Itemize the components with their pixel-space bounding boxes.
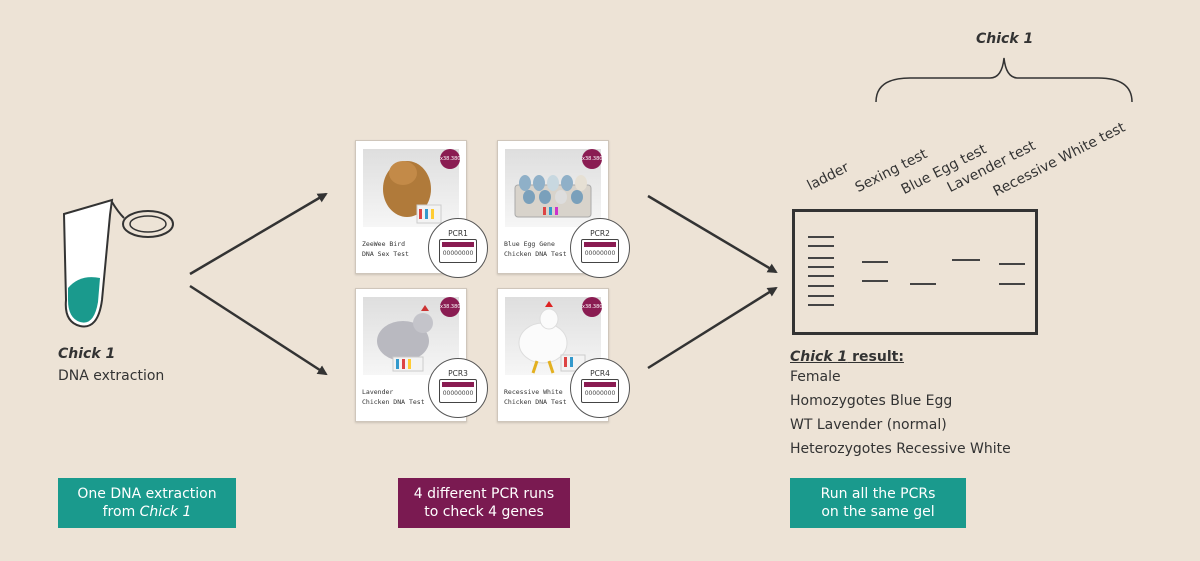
ladder-band <box>808 275 834 277</box>
recessive-white-band <box>999 263 1025 265</box>
tube-icon <box>62 198 174 328</box>
brace-icon <box>875 57 1133 103</box>
pcr2-plate-icon: PCR2 00000000 <box>570 218 630 278</box>
ladder-band <box>808 266 834 268</box>
result-title: Chick 1 result: <box>790 349 904 365</box>
result-item: WT Lavender (normal) <box>790 417 947 433</box>
gel-header: Chick 1 <box>976 31 1034 47</box>
arrow-to-bottom <box>189 284 328 376</box>
ladder-band <box>808 295 834 297</box>
arrow-from-top <box>647 194 778 274</box>
price-badge: x38.380 <box>582 297 602 317</box>
sexing-band <box>862 280 888 282</box>
extraction-label: DNA extraction <box>58 368 165 384</box>
price-badge: x38.380 <box>440 297 460 317</box>
result-item: Homozygotes Blue Egg <box>790 393 953 409</box>
ladder-band <box>808 245 834 247</box>
arrow-from-bottom <box>647 286 778 370</box>
gel <box>792 209 1038 335</box>
price-badge: x38.380 <box>440 149 460 169</box>
ladder-band <box>808 257 834 259</box>
price-badge: x38.380 <box>582 149 602 169</box>
step-extraction-box: One DNA extraction from Chick 1 <box>58 478 236 528</box>
ladder-band <box>808 304 834 306</box>
arrow-to-top <box>189 192 328 276</box>
result-item: Female <box>790 369 841 385</box>
pcr3-plate-icon: PCR3 00000000 <box>428 358 488 418</box>
pcr1-plate-icon: PCR1 00000000 <box>428 218 488 278</box>
step-pcr-box: 4 different PCR runs to check 4 genes <box>398 478 570 528</box>
lavender-band <box>952 259 980 261</box>
blue-egg-band <box>910 283 936 285</box>
ladder-band <box>808 236 834 238</box>
step-gel-box: Run all the PCRs on the same gel <box>790 478 966 528</box>
pcr4-plate-icon: PCR4 00000000 <box>570 358 630 418</box>
result-item: Heterozygotes Recessive White <box>790 441 1011 457</box>
ladder-band <box>808 285 834 287</box>
recessive-white-band <box>999 283 1025 285</box>
sexing-band <box>862 261 888 263</box>
chick-label: Chick 1 <box>58 346 116 362</box>
chicken-photo <box>363 297 459 375</box>
chicken-photo <box>363 149 459 227</box>
